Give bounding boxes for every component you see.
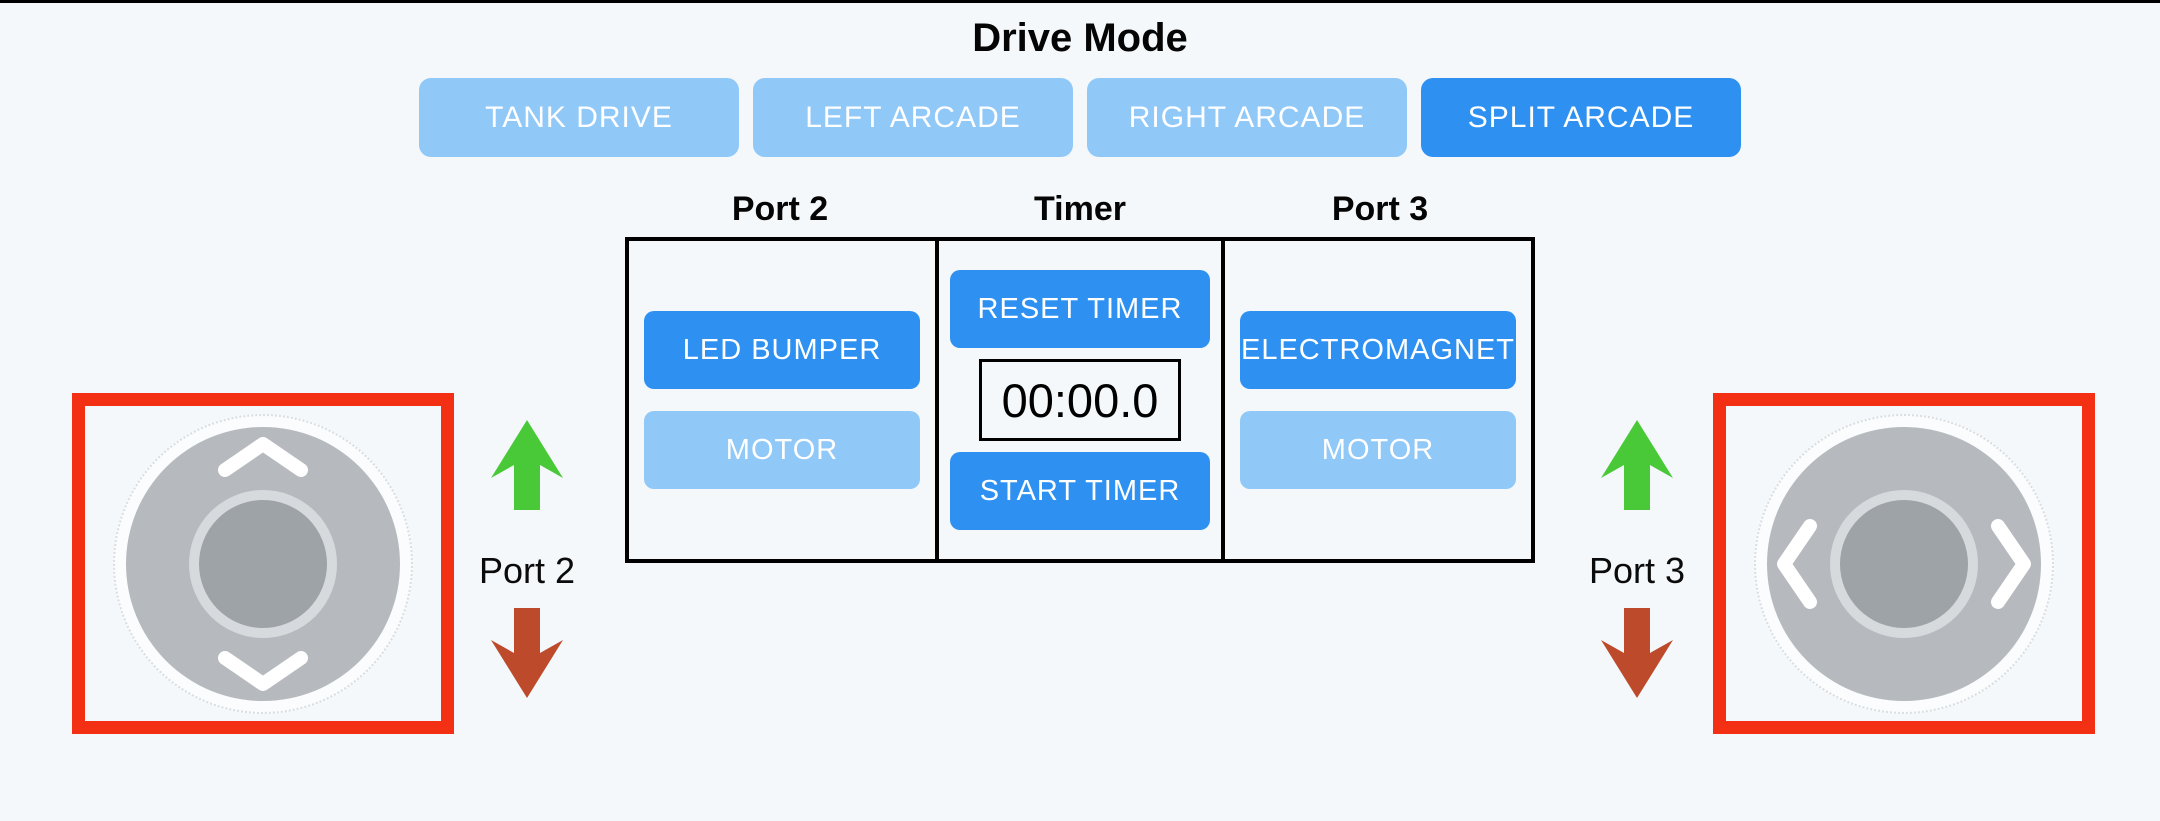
port2-motor-button[interactable]: MOTOR	[644, 411, 920, 489]
chevron-down-icon	[218, 650, 308, 691]
port3-column-header: Port 3	[1331, 190, 1429, 228]
right-joystick-frame	[1713, 393, 2095, 734]
chevron-right-icon	[1991, 518, 2031, 609]
top-border-line	[0, 0, 2160, 3]
control-table: LED BUMPER MOTOR RESET TIMER 00:00.0 STA…	[625, 237, 1535, 563]
port2-joystick-label: Port 2	[478, 550, 576, 591]
down-arrow-wrap	[491, 608, 563, 703]
led-bumper-button[interactable]: LED BUMPER	[644, 311, 920, 389]
right-joystick-pad[interactable]	[1767, 426, 2041, 701]
port2-column: LED BUMPER MOTOR	[629, 241, 935, 559]
port3-column: ELECTROMAGNET MOTOR	[1225, 241, 1531, 559]
start-timer-button[interactable]: START TIMER	[950, 452, 1210, 530]
left-joystick-knob[interactable]	[189, 489, 337, 638]
port2-column-header: Port 2	[731, 190, 829, 228]
timer-display: 00:00.0	[979, 359, 1181, 441]
electromagnet-button[interactable]: ELECTROMAGNET	[1240, 311, 1516, 389]
tank-drive-button[interactable]: TANK DRIVE	[419, 78, 739, 157]
right-joystick-knob[interactable]	[1830, 489, 1978, 638]
port2-direction-legend: Port 2	[454, 420, 600, 703]
drive-mode-title: Drive Mode	[972, 16, 1188, 60]
timer-column-header: Timer	[1034, 190, 1126, 228]
split-arcade-button[interactable]: SPLIT ARCADE	[1421, 78, 1741, 157]
chevron-left-icon	[1777, 518, 1817, 609]
down-arrow-icon	[491, 608, 563, 698]
left-joystick-base	[113, 413, 413, 714]
port3-direction-legend: Port 3	[1564, 420, 1710, 703]
up-arrow-icon	[1601, 420, 1673, 510]
drive-mode-button-group: TANK DRIVE LEFT ARCADE RIGHT ARCADE SPLI…	[0, 78, 2160, 157]
port3-motor-button[interactable]: MOTOR	[1240, 411, 1516, 489]
down-arrow-wrap	[1601, 608, 1673, 703]
chevron-up-icon	[218, 436, 308, 477]
left-arcade-button[interactable]: LEFT ARCADE	[753, 78, 1073, 157]
left-joystick-pad[interactable]	[126, 426, 400, 701]
port3-joystick-label: Port 3	[1588, 550, 1686, 591]
control-table-headers: Port 2 Timer Port 3	[625, 189, 1535, 229]
right-joystick-base	[1754, 413, 2054, 714]
reset-timer-button[interactable]: RESET TIMER	[950, 270, 1210, 348]
down-arrow-icon	[1601, 608, 1673, 698]
left-joystick-frame	[72, 393, 454, 734]
right-arcade-button[interactable]: RIGHT ARCADE	[1087, 78, 1407, 157]
timer-column: RESET TIMER 00:00.0 START TIMER	[935, 241, 1225, 559]
up-arrow-icon	[491, 420, 563, 510]
